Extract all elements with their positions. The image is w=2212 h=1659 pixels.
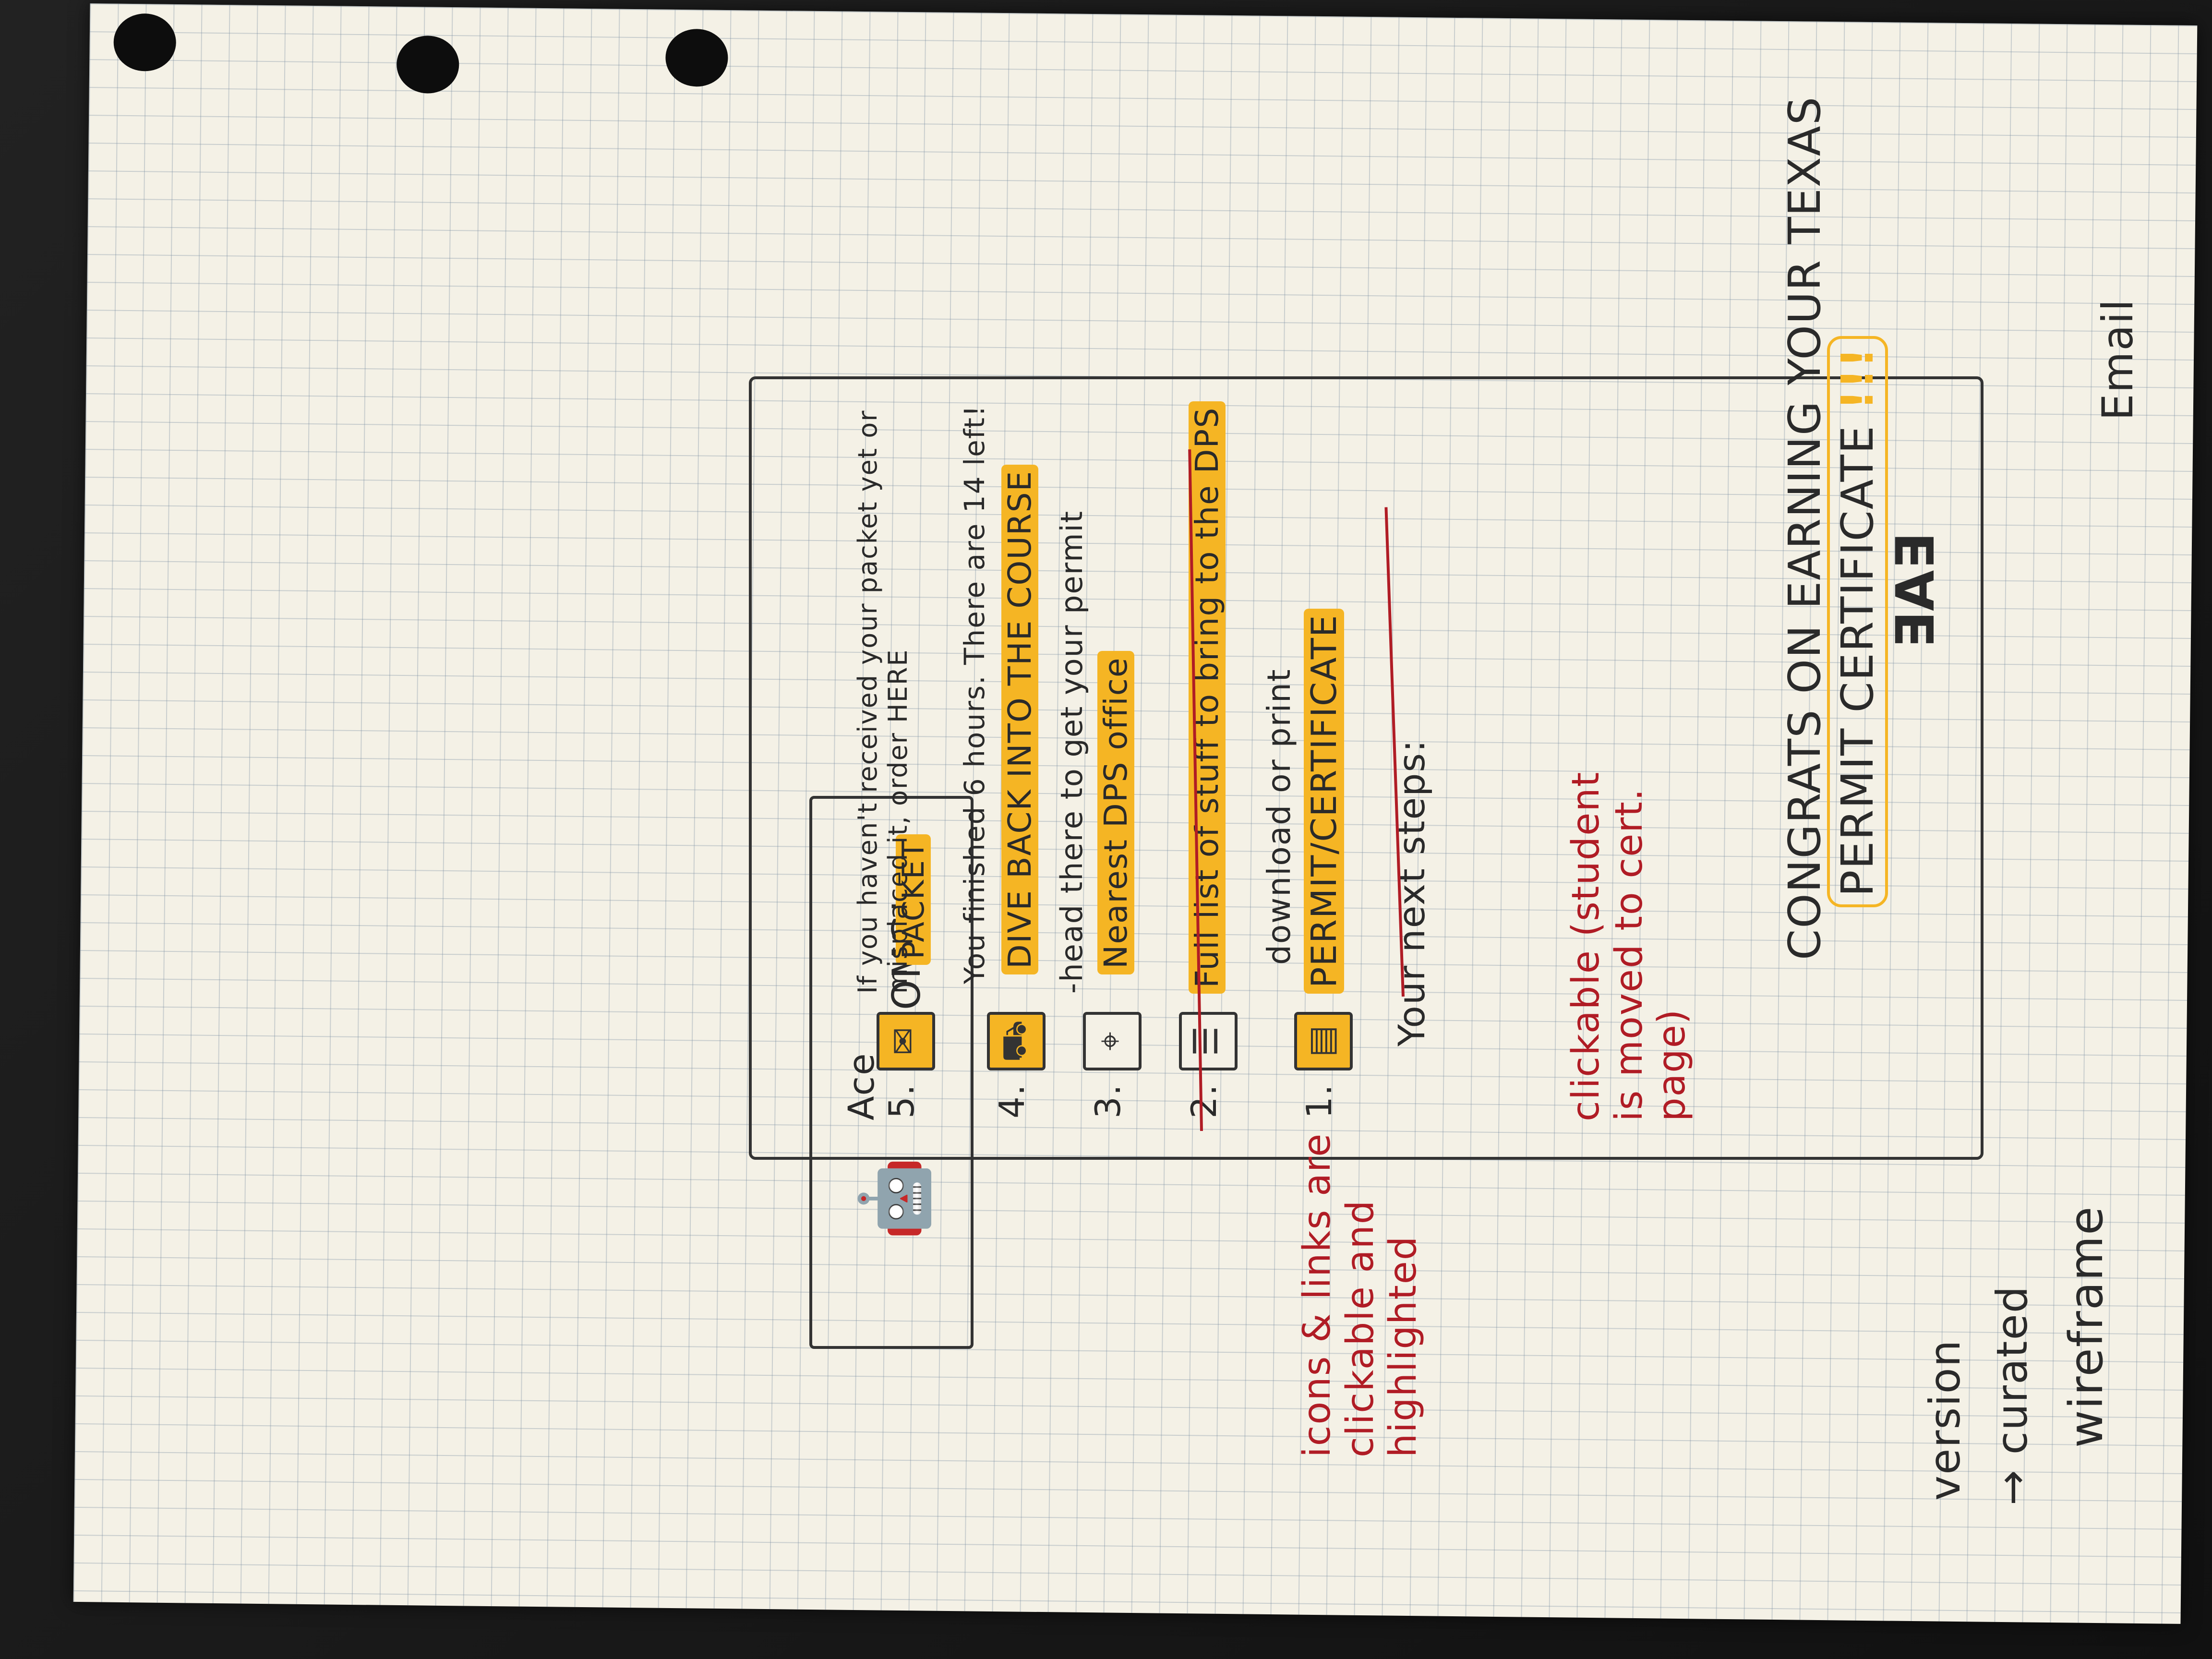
step-number: 3. (1088, 1083, 1128, 1118)
annotation-icons-links: icons & links are clickable and highligh… (1296, 1132, 1425, 1457)
step-5-sub: If you haven't received your packet yet … (853, 409, 913, 994)
step-3-title: Nearest DPS office (1097, 651, 1134, 974)
step-4-link[interactable]: DIVE BACK INTO THE COURSE (1001, 464, 1038, 974)
note-curated: → curated (1987, 1285, 2037, 1505)
note-email: Email (2093, 298, 2142, 421)
step-4-title: DIVE BACK INTO THE COURSE (1001, 464, 1038, 974)
step-number: 4. (992, 1083, 1032, 1118)
robot-icon: 🤖 (855, 1155, 934, 1240)
packet-icon[interactable]: ✉ (877, 1012, 935, 1070)
step-1-sub: download or print (1261, 668, 1298, 965)
step-3-link[interactable]: Nearest DPS office (1097, 651, 1134, 974)
step-number: 5. (881, 1083, 922, 1118)
step-1-title: PERMIT/CERTIFICATE (1304, 608, 1344, 994)
step-1-link[interactable]: PERMIT/CERTIFICATE (1304, 608, 1344, 994)
step-4-sub: You finished 6 hours. There are 14 left! (958, 404, 991, 984)
step-number: 2. (1184, 1083, 1224, 1118)
car-icon[interactable]: ⛟ (987, 1012, 1046, 1070)
headline-exclaim: !!! (1832, 347, 1883, 410)
note-wireframe: wireframe (2059, 1205, 2113, 1448)
step-3-sub: -head there to get your permit (1054, 510, 1089, 994)
brand-logo: ∃A∃ (1885, 532, 1946, 648)
note-version: version (1920, 1339, 1970, 1501)
map-icon[interactable]: ⌖ (1083, 1012, 1142, 1070)
annotation-clickable: clickable (student is moved to cert. pag… (1564, 771, 1694, 1121)
headline-highlight: PERMIT CERTIFICATE (1832, 425, 1883, 897)
list-icon[interactable]: ☰ (1179, 1012, 1238, 1070)
headline-text: CONGRATS ON EARNING YOUR TEXAS (1779, 96, 1830, 960)
permit-certificate-link[interactable]: PERMIT CERTIFICATE !!! (1827, 336, 1888, 907)
